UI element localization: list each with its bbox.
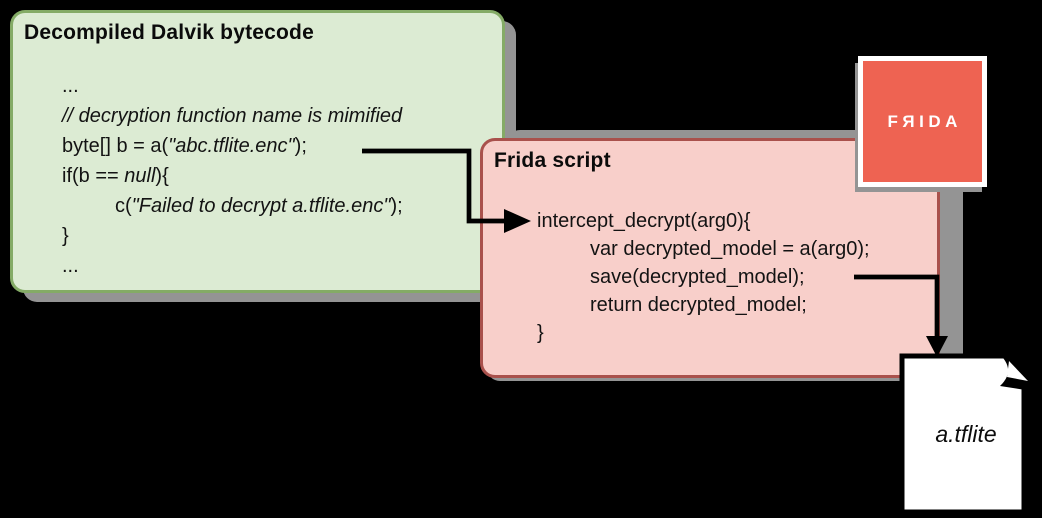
code-line: c("Failed to decrypt a.tflite.enc"); xyxy=(115,195,403,217)
frida-logo-label: FЯIDA xyxy=(887,111,962,131)
code-line: ... xyxy=(62,255,79,277)
bytecode-code-block: ... // decryption function name is mimifi… xyxy=(62,71,403,281)
document-icon xyxy=(899,351,1039,515)
bytecode-box: Decompiled Dalvik bytecode ... // decrypt… xyxy=(10,10,505,293)
code-line: if(b == null){ xyxy=(62,165,169,187)
code-line: // decryption function name is mimified xyxy=(62,105,403,127)
code-line: save(decrypted_model); xyxy=(590,266,805,288)
folded-corner-inner xyxy=(1007,361,1028,381)
code-line: } xyxy=(62,225,69,247)
document-label: a.tflite xyxy=(935,421,997,447)
frida-code-block: intercept_decrypt(arg0){var decrypted_mo… xyxy=(537,207,870,347)
frida-box-title: Frida script xyxy=(494,149,611,172)
code-line: byte[] b = a("abc.tflite.enc"); xyxy=(62,135,307,157)
document-page xyxy=(899,353,1027,515)
code-line: ... xyxy=(62,75,79,97)
code-line: return decrypted_model; xyxy=(590,294,807,316)
bytecode-box-title: Decompiled Dalvik bytecode xyxy=(24,21,314,44)
code-line: } xyxy=(537,322,544,344)
frida-logo: FЯIDA xyxy=(858,56,987,187)
code-line: intercept_decrypt(arg0){ xyxy=(537,210,751,232)
code-line: var decrypted_model = a(arg0); xyxy=(590,238,870,260)
